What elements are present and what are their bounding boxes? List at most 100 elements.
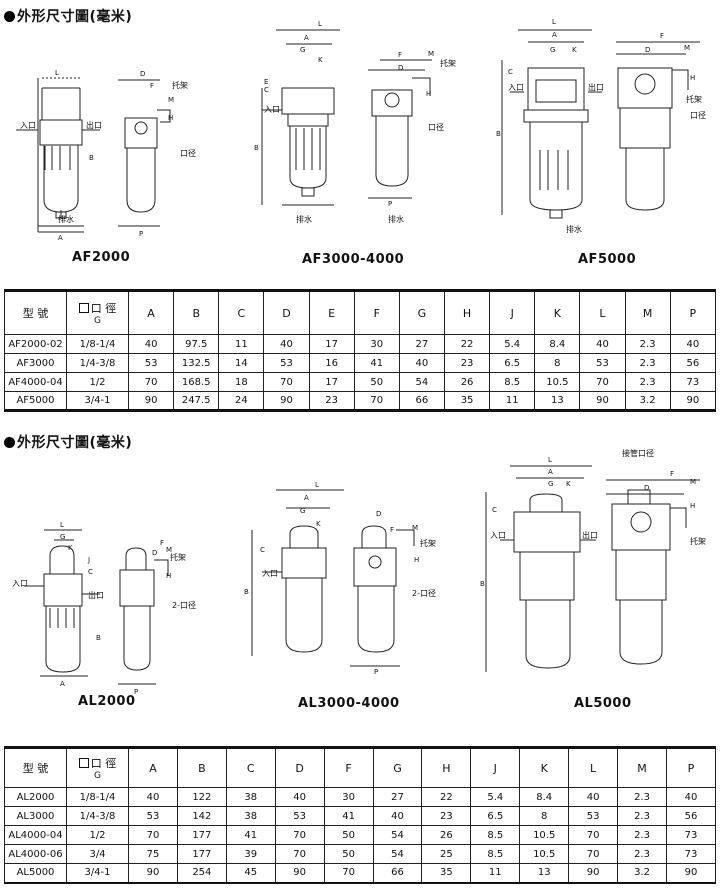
cell-model: AF3000: [4, 353, 67, 373]
cell-b: 122: [176, 787, 227, 807]
cell-j: 6.5: [489, 353, 536, 373]
header-col: B: [176, 747, 227, 788]
svg-text:L: L: [315, 481, 319, 489]
cell-h: 26: [443, 372, 491, 392]
cell-l: 53: [579, 353, 626, 373]
svg-text:K: K: [68, 544, 73, 552]
svg-text:F: F: [390, 526, 394, 534]
cell-j: 11: [470, 863, 521, 883]
cell-port: 1/8-1/4: [66, 334, 129, 354]
cell-e: 17: [308, 372, 355, 392]
cell-h: 22: [443, 334, 491, 354]
svg-text:托架: 托架: [686, 94, 702, 104]
svg-text:G: G: [60, 533, 65, 541]
model-label-al5000: AL5000: [574, 696, 632, 711]
svg-text:C: C: [264, 86, 269, 94]
cell-c: 24: [218, 391, 265, 411]
cell-k: 8.4: [534, 334, 581, 354]
cell-model: AF2000-02: [4, 334, 67, 354]
svg-text:入口: 入口: [20, 121, 36, 130]
header-col: L: [579, 290, 626, 335]
header-col: M: [617, 747, 667, 788]
al2000-front-view: [24, 529, 100, 677]
cell-h: 35: [421, 863, 472, 883]
svg-text:入口: 入口: [262, 569, 278, 578]
svg-text:H: H: [690, 502, 695, 510]
svg-text:托架: 托架: [172, 80, 188, 90]
cell-d: 40: [263, 334, 310, 354]
cell-b: 247.5: [173, 391, 220, 411]
cell-j: 8.5: [489, 372, 536, 392]
af5000-front-view: [501, 29, 602, 219]
cell-h: 25: [421, 844, 472, 864]
svg-text:入口: 入口: [508, 83, 524, 92]
svg-text:排水: 排水: [388, 214, 404, 224]
svg-text:G: G: [548, 480, 553, 488]
cell-k: 13: [534, 391, 581, 411]
svg-text:A: A: [58, 234, 63, 242]
cell-f: 30: [323, 787, 374, 807]
al5000-front-view: [485, 465, 596, 672]
cell-a: 40: [128, 787, 178, 807]
svg-text:B: B: [89, 154, 94, 162]
svg-text:E: E: [264, 78, 268, 86]
cell-port: 1/2: [66, 372, 129, 392]
header-col: G: [398, 290, 445, 335]
cell-c: 45: [225, 863, 276, 883]
al3000-side-view: [350, 525, 415, 667]
header-col: J: [489, 290, 536, 335]
cell-b: 177: [176, 825, 227, 845]
cell-h: 26: [421, 825, 472, 845]
svg-text:F: F: [398, 51, 402, 59]
svg-text:托架: 托架: [420, 538, 436, 548]
cell-f: 50: [323, 844, 374, 864]
svg-text:C: C: [88, 568, 93, 576]
svg-text:P: P: [134, 688, 138, 696]
svg-text:A: A: [548, 468, 553, 476]
cell-p: 40: [665, 787, 717, 807]
svg-text:口径: 口径: [690, 110, 706, 120]
cell-a: 90: [128, 863, 178, 883]
svg-text:A: A: [304, 34, 309, 42]
cell-h: 22: [421, 787, 472, 807]
svg-text:排水: 排水: [58, 214, 74, 224]
cell-l: 70: [568, 825, 619, 845]
svg-text:D: D: [645, 46, 650, 54]
svg-text:A: A: [60, 680, 65, 688]
cell-l: 53: [568, 806, 619, 826]
cell-j: 8.5: [470, 825, 521, 845]
svg-text:托架: 托架: [690, 536, 706, 546]
svg-text:C: C: [492, 506, 497, 514]
cell-k: 10.5: [534, 372, 581, 392]
cell-g: 54: [372, 844, 423, 864]
cell-l: 40: [579, 334, 626, 354]
cell-j: 6.5: [470, 806, 521, 826]
cell-m: 2.3: [617, 844, 667, 864]
cell-d: 70: [274, 844, 325, 864]
header-col: P: [669, 290, 717, 335]
svg-text:J: J: [87, 556, 90, 564]
svg-text:排水: 排水: [566, 224, 582, 234]
svg-text:D: D: [398, 64, 403, 72]
cell-p: 73: [669, 372, 717, 392]
svg-text:C: C: [260, 546, 265, 554]
af3000-front-view: [261, 29, 340, 206]
svg-text:H: H: [166, 572, 171, 580]
cell-c: 38: [225, 806, 276, 826]
bullet-icon: [4, 437, 15, 448]
header-model: 型 號: [4, 290, 67, 335]
section1-title: 外形尺寸圖(毫米): [4, 6, 132, 26]
cell-b: 142: [176, 806, 227, 826]
cell-k: 8: [519, 806, 570, 826]
header-col: D: [274, 747, 325, 788]
svg-text:L: L: [552, 18, 556, 26]
cell-k: 13: [519, 863, 570, 883]
cell-d: 40: [274, 787, 325, 807]
svg-text:P: P: [388, 200, 392, 208]
svg-text:接管口径: 接管口径: [622, 448, 654, 458]
cell-p: 73: [665, 844, 717, 864]
cell-g: 66: [398, 391, 445, 411]
